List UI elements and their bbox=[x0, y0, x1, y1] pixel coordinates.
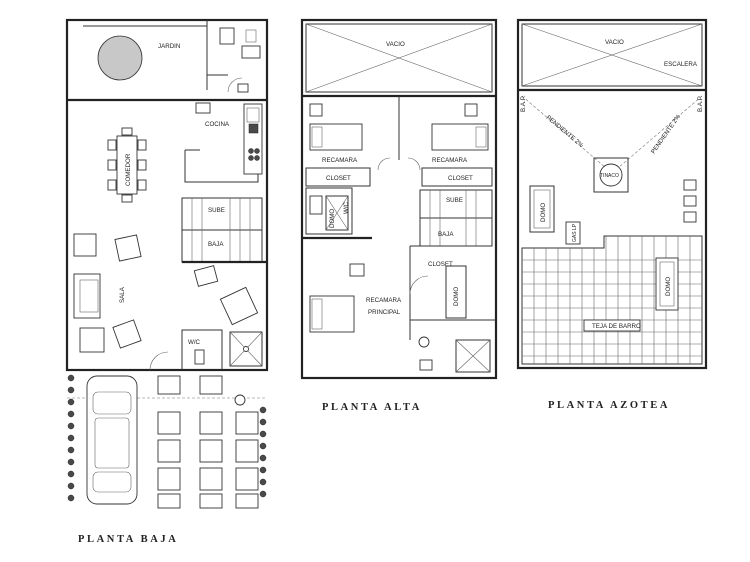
label-domo-azotea-right: DOMO bbox=[665, 277, 672, 296]
label-pendiente-left: PENDIENTE 2% bbox=[545, 114, 585, 149]
car bbox=[86, 375, 138, 505]
label-vacio-azotea: VACIO bbox=[605, 39, 624, 46]
label-sala: SALA bbox=[119, 286, 126, 303]
garden-tree bbox=[97, 35, 143, 81]
label-gas-lp: GAS LP bbox=[572, 223, 578, 242]
label-bap-right: B.A.P. bbox=[697, 95, 704, 112]
label-recamara-principal-1: RECAMARA bbox=[366, 297, 402, 304]
bed-master bbox=[309, 295, 355, 333]
label-comedor: COMEDOR bbox=[125, 153, 132, 186]
tinaco bbox=[599, 163, 623, 187]
label-domo-azotea-left: DOMO bbox=[540, 203, 547, 222]
label-baja-alta: BAJA bbox=[438, 231, 454, 238]
planta-baja: JARDIN COCINA COMEDOR SUBE BAJA SALA W/C… bbox=[65, 18, 269, 545]
sofa bbox=[73, 273, 101, 319]
label-vacio-alta: VACIO bbox=[386, 41, 405, 48]
label-baja: BAJA bbox=[208, 241, 224, 248]
label-jardin: JARDIN bbox=[158, 43, 180, 50]
label-domo-alta-shaft: DOMO bbox=[329, 209, 336, 228]
tiled-roof bbox=[521, 235, 703, 365]
label-closet-left: CLOSET bbox=[326, 175, 351, 182]
planta-alta-outline bbox=[300, 18, 498, 380]
label-recamara-principal-2: PRINCIPAL bbox=[368, 309, 401, 316]
label-tinaco: TINACO bbox=[600, 173, 619, 179]
label-cocina: COCINA bbox=[205, 121, 230, 128]
label-teja: TEJA DE BARRO bbox=[592, 323, 641, 330]
planta-alta: VACIO RECAMARA RECAMARA CLOSET CLOSET W/… bbox=[300, 18, 498, 413]
label-domo-alta-closet: DOMO bbox=[453, 287, 460, 306]
label-closet-center: CLOSET bbox=[428, 261, 453, 268]
planta-azotea: VACIO ESCALERA B.A.P. B.A.P. PENDIENTE 2… bbox=[516, 18, 708, 411]
planta-baja-outline bbox=[65, 18, 269, 372]
label-escalera: ESCALERA bbox=[664, 61, 698, 68]
label-sube-alta: SUBE bbox=[446, 197, 463, 204]
label-closet-right: CLOSET bbox=[448, 175, 473, 182]
label-recamara-right: RECAMARA bbox=[432, 157, 468, 164]
bed-left bbox=[309, 123, 363, 151]
title-planta-alta: PLANTA ALTA bbox=[322, 402, 422, 413]
title-planta-azotea: PLANTA AZOTEA bbox=[548, 400, 670, 411]
label-bap-left: B.A.P. bbox=[520, 95, 527, 112]
label-recamara-left: RECAMARA bbox=[322, 157, 358, 164]
label-pendiente-right: PENDIENTE 2% bbox=[650, 113, 682, 155]
label-wc: W/C bbox=[188, 339, 201, 346]
garage-hedge bbox=[67, 374, 267, 502]
armchair bbox=[73, 233, 97, 257]
label-sube: SUBE bbox=[208, 207, 225, 214]
planta-azotea-outline bbox=[516, 18, 708, 370]
label-wc-alta: W/C bbox=[343, 201, 350, 214]
dining-table bbox=[116, 135, 138, 195]
title-planta-baja: PLANTA BAJA bbox=[78, 534, 178, 545]
bed-right bbox=[431, 123, 489, 151]
